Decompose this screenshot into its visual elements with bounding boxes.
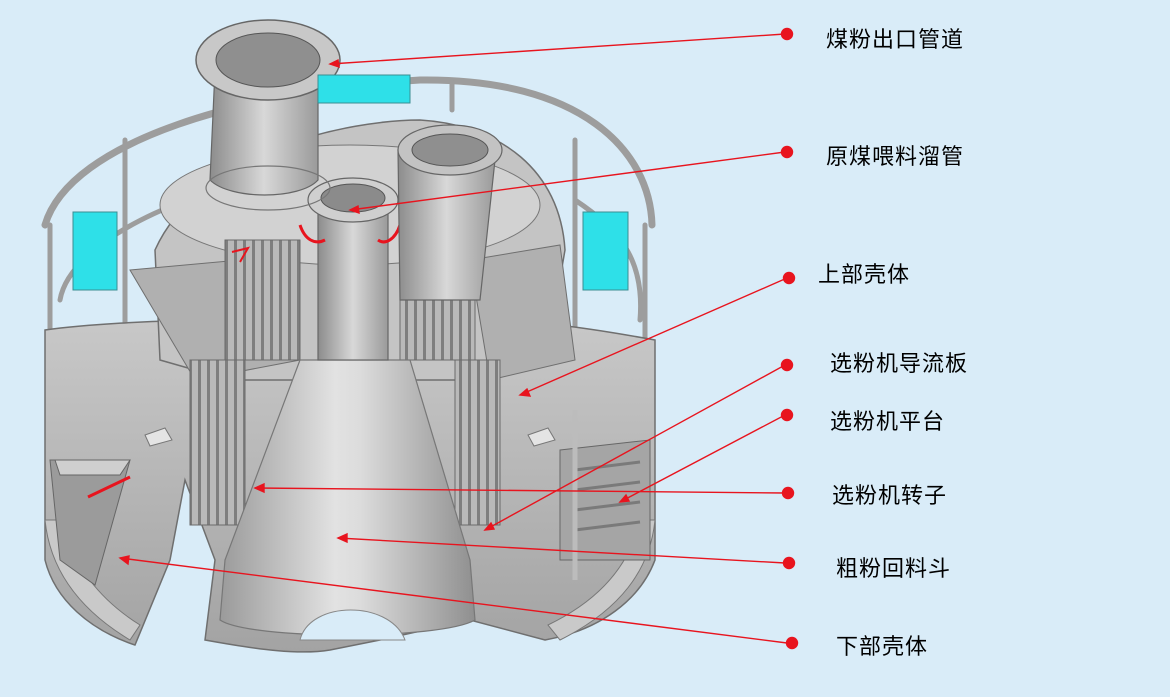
leader-line-lower-shell	[119, 557, 788, 644]
arrow-head-icon	[336, 532, 348, 544]
leader-line-platform	[619, 414, 786, 503]
leader-line-guide-vane	[484, 364, 786, 531]
label-separator-guide-vane: 选粉机导流板	[830, 352, 969, 377]
label-coarse-powder-return-hopper: 粗粉回料斗	[836, 557, 952, 582]
arrow-head-icon	[348, 204, 360, 215]
arrow-head-icon	[118, 555, 130, 566]
cyan-block-left	[72, 211, 118, 291]
rotor-blades-left	[189, 359, 246, 526]
leader-line-feed-chute	[349, 151, 786, 211]
label-dot-return-hopper	[782, 556, 796, 570]
cyan-block-right	[582, 211, 629, 291]
label-dot-rotor	[781, 486, 795, 500]
arrow-head-icon	[253, 482, 265, 494]
cyan-block-top	[317, 74, 411, 104]
label-dot-guide-vane	[780, 358, 794, 372]
leader-line-return-hopper	[337, 537, 786, 564]
label-separator-platform: 选粉机平台	[830, 410, 946, 435]
label-dot-upper-shell	[782, 271, 796, 285]
arrow-head-icon	[483, 521, 496, 531]
arrow-head-icon	[328, 58, 340, 69]
arrow-head-icon	[518, 387, 532, 397]
label-dot-platform	[780, 408, 794, 422]
arrow-head-icon	[618, 493, 631, 503]
label-raw-coal-feed-chute: 原煤喂料溜管	[826, 145, 965, 170]
label-separator-rotor: 选粉机转子	[832, 484, 948, 509]
rotor-blades-right	[454, 359, 501, 526]
label-dot-feed-chute	[780, 145, 794, 159]
central-feed-pipe	[317, 199, 389, 361]
label-coal-powder-outlet-pipe: 煤粉出口管道	[826, 28, 965, 53]
label-lower-shell: 下部壳体	[836, 635, 929, 660]
leader-line-outlet	[329, 33, 786, 65]
leader-line-rotor	[254, 487, 786, 494]
leader-lines	[118, 27, 799, 650]
label-upper-shell: 上部壳体	[818, 263, 911, 288]
outlet-pipe	[209, 69, 319, 196]
leader-line-upper-shell	[519, 277, 788, 396]
label-dot-lower-shell	[785, 636, 799, 650]
machine-illustration	[41, 19, 656, 653]
label-dot-outlet	[780, 27, 794, 41]
